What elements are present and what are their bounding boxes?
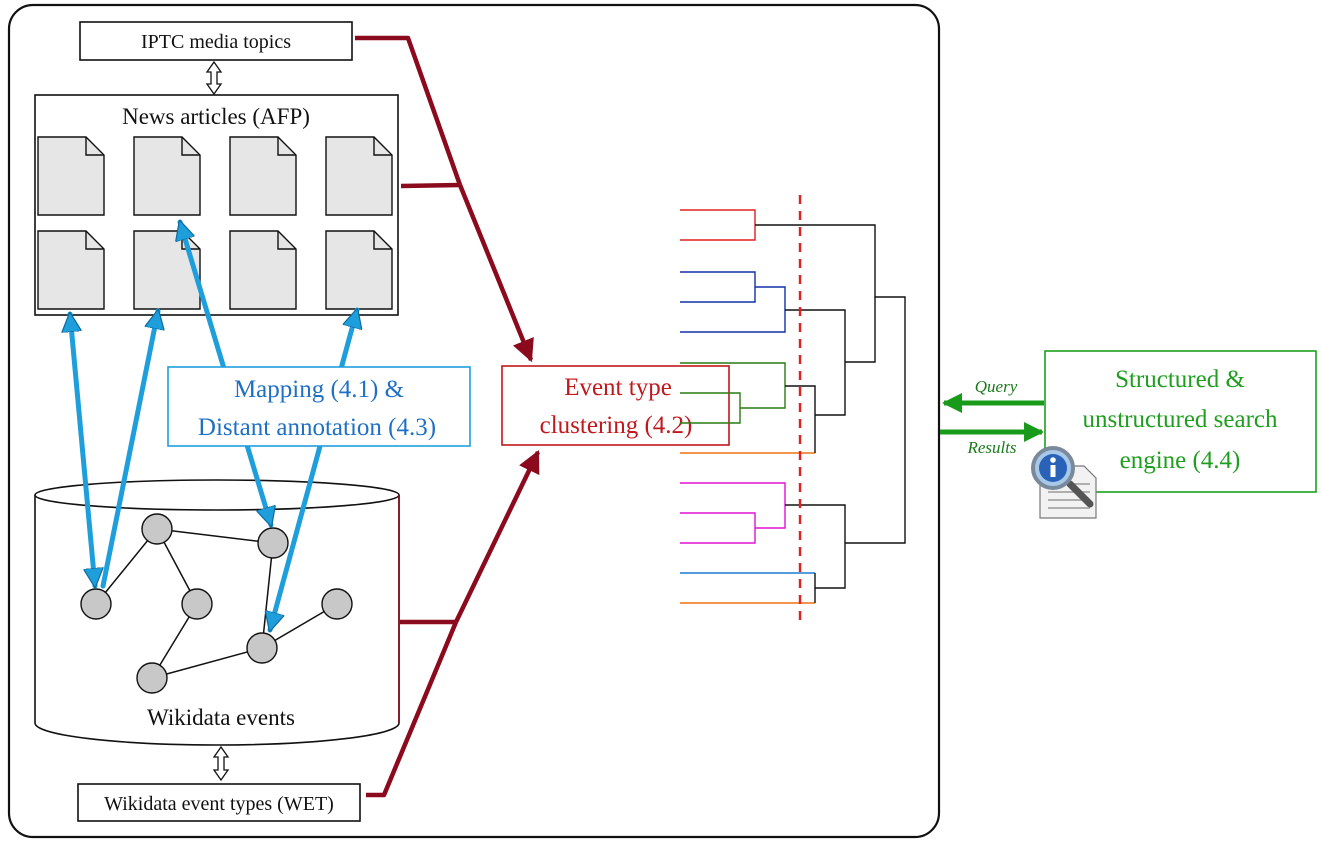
search-label-line1: Structured & (1115, 366, 1245, 393)
clustering-label-line2: clustering (4.2) (540, 412, 693, 439)
main-frame (7, 3, 941, 839)
graph-node (141, 513, 173, 545)
search-label-line3: engine (4.4) (1120, 447, 1241, 474)
document-icon (325, 136, 393, 216)
mapping-arrows (70, 222, 357, 630)
wikidata-events-label: Wikidata events (147, 705, 295, 730)
search-document-icon (1031, 446, 1097, 519)
document-icon (37, 136, 105, 216)
iptc-news-double-arrow (205, 60, 223, 96)
mapping-box: Mapping (4.1) & Distant annotation (4.3) (167, 366, 471, 447)
iptc-box: IPTC media topics (79, 21, 353, 61)
event-clustering-box: Event type clustering (4.2) (501, 365, 730, 446)
iptc-label: IPTC media topics (141, 31, 291, 53)
wikidata-wet-double-arrow (212, 745, 230, 782)
graph-node (136, 662, 168, 694)
search-engine-box: Structured & unstructured search engine … (1044, 350, 1317, 493)
graph-node (181, 588, 213, 620)
wet-label: Wikidata event types (WET) (104, 793, 334, 815)
document-icon (229, 136, 297, 216)
dendrogram (680, 195, 906, 625)
graph-node (246, 632, 278, 664)
graph-node (257, 527, 289, 559)
clustering-label-line1: Event type (564, 374, 672, 401)
document-icon (229, 230, 297, 310)
document-icon (37, 230, 105, 310)
graph-node (80, 588, 112, 620)
query-label: Query (975, 377, 1018, 396)
document-icon (325, 230, 393, 310)
results-label: Results (966, 438, 1016, 457)
document-icon (133, 136, 201, 216)
document-icon (133, 230, 201, 310)
input-flow-arrows (355, 35, 541, 798)
graph-node (321, 588, 353, 620)
wet-box: Wikidata event types (WET) (77, 783, 361, 822)
mapping-label-line1: Mapping (4.1) & (234, 376, 404, 403)
mapping-label-line2: Distant annotation (4.3) (198, 414, 436, 441)
query-results-arrows (940, 393, 1044, 442)
news-articles-box: News articles (AFP) (34, 94, 399, 316)
news-articles-label: News articles (AFP) (122, 104, 310, 129)
search-label-line2: unstructured search (1082, 406, 1278, 433)
